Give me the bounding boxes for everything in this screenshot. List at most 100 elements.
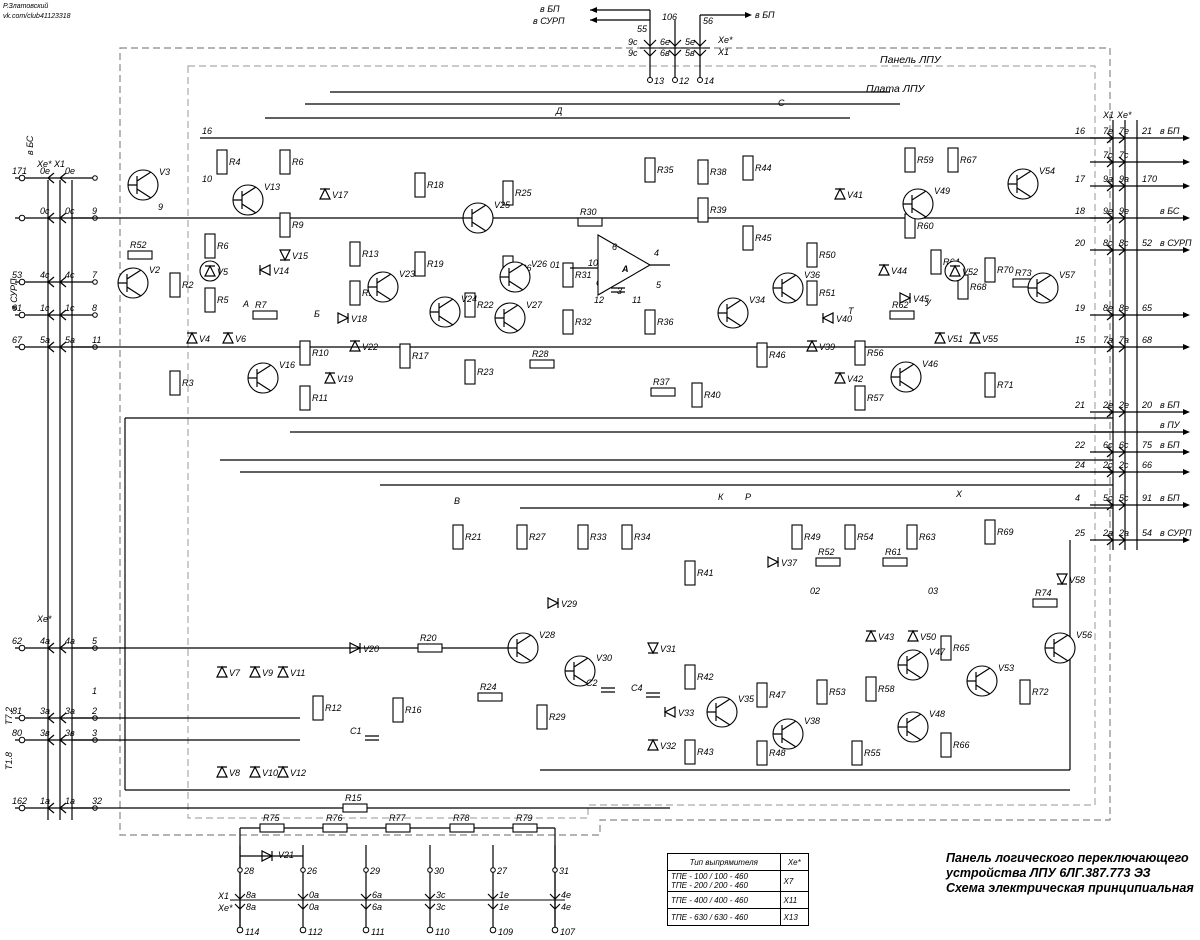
transistor-symbol-icon (495, 304, 519, 332)
diode-v42-icon (834, 371, 846, 384)
bottom-board-pin (363, 867, 369, 873)
right-contact-label-2: 7е (1119, 126, 1129, 136)
resistor-label: R16 (405, 705, 422, 715)
resistor-label: R65 (953, 643, 971, 653)
resistor-r12 (312, 695, 324, 721)
right-arrow-icon (1183, 409, 1190, 415)
right-contact-mark (1106, 446, 1126, 458)
board-pin (92, 279, 98, 285)
resistor-label: R42 (697, 672, 714, 682)
right-terminal-num: 25 (1074, 528, 1086, 538)
capacitor-c2-icon (601, 687, 615, 693)
wire-number: 7 (92, 270, 98, 280)
resistor-label: R3 (182, 378, 194, 388)
right-arrow-icon (1183, 312, 1190, 318)
resistor-r18 (414, 172, 426, 198)
right-contact-label-2: 8с (1119, 238, 1129, 248)
bottom-contact-bottom: 8а (246, 902, 256, 912)
resistor-r9 (279, 212, 291, 238)
node-01: 01 (550, 260, 560, 270)
right-out-num: 170 (1142, 174, 1157, 184)
left-label-bs: в БС (25, 135, 35, 155)
resistor-label: R10 (312, 348, 329, 358)
resistor-label: R53 (829, 687, 846, 697)
diode-v51-icon (934, 331, 946, 344)
resistor-r17 (399, 343, 411, 369)
resistor-r61 (882, 557, 908, 567)
resistor-label: R68 (970, 282, 987, 292)
bottom-resistor-label: R79 (516, 813, 533, 823)
resistor-r72 (1019, 679, 1031, 705)
transistor-symbol-icon (118, 269, 142, 297)
resistor-label: R39 (710, 205, 727, 215)
resistor-r48 (756, 740, 768, 766)
transistor-symbol-icon (565, 657, 589, 685)
opamp-pin-12: 12 (594, 295, 604, 305)
diode-label: V37 (781, 558, 798, 568)
resistor-r34 (621, 524, 633, 550)
top-out-bp-1: в БП (540, 4, 560, 14)
top-contact-9c-b: 9с (628, 48, 638, 58)
resistor-r45 (742, 225, 754, 251)
bottom-terminal-point (236, 926, 244, 934)
transistor-label: V49 (934, 186, 950, 196)
left-contact-mark (47, 172, 67, 184)
bottom-contact-mark (360, 893, 372, 910)
bottom-terminal-num: 111 (371, 927, 385, 937)
board-pin-14: 14 (704, 76, 714, 86)
diode-label: V40 (836, 314, 852, 324)
bottom-pin-num: 28 (243, 866, 254, 876)
top-connector (590, 7, 752, 80)
right-terminal-num: 22 (1074, 440, 1085, 450)
resistor-r30 (577, 217, 603, 227)
bottom-contact-bottom: 6а (372, 902, 382, 912)
left-contact-label: 4с (40, 270, 50, 280)
resistor-r15 (342, 803, 368, 813)
resistor-r6 (204, 233, 216, 259)
capacitor-label: C4 (631, 683, 643, 693)
board-border (187, 65, 1096, 819)
resistor-r22 (464, 292, 476, 318)
panel-border (119, 47, 1111, 836)
resistor-label: R29 (549, 712, 566, 722)
rectifier-table: Тип выпрямителя Хе* ТПЕ - 100 / 100 - 46… (667, 853, 810, 926)
bottom-board-pin (300, 867, 306, 873)
right-terminal-num: 19 (1075, 303, 1085, 313)
bottom-terminal-num: 109 (498, 927, 513, 937)
left-terminal-num: 62 (12, 636, 22, 646)
right-contact-label-2: 9а (1119, 174, 1129, 184)
resistor-label: R19 (427, 259, 444, 269)
resistor-label: R52 (818, 547, 835, 557)
resistor-label: R36 (657, 317, 674, 327)
right-contact-label: 7а (1103, 335, 1113, 345)
transistor-symbol-icon (898, 651, 922, 679)
table-type-2: ТПЕ - 200 / 200 - 460 (671, 881, 748, 890)
resistor-label: R24 (480, 682, 497, 692)
right-out-num: 75 (1142, 440, 1153, 450)
resistor-r56 (854, 340, 866, 366)
resistor-r74 (1032, 598, 1058, 608)
resistor-label: R50 (819, 250, 836, 260)
resistor-r6 (279, 149, 291, 175)
diode-v43-icon (865, 629, 877, 642)
capacitor-c3-icon (611, 287, 625, 293)
resistor-r13 (349, 241, 361, 267)
resistor-label: R74 (1035, 588, 1052, 598)
bottom-contact-top: 4е (561, 890, 571, 900)
right-contact-label: 2е (1102, 400, 1113, 410)
transistor-label: V28 (539, 630, 555, 640)
resistor-r5 (204, 287, 216, 313)
left-contact-mark (47, 309, 67, 321)
right-out-num: 68 (1142, 335, 1152, 345)
bottom-contact-mark (487, 893, 499, 910)
left-contact-label: 5а (40, 335, 50, 345)
resistor-r63 (906, 524, 918, 550)
right-conn-xe: Хе* (1116, 110, 1132, 120)
transistor-symbol-icon (718, 299, 742, 327)
diode-v44-icon (878, 263, 890, 276)
resistor-r52 (127, 250, 153, 260)
node-k: К (718, 492, 724, 502)
transistor-label: V13 (264, 182, 280, 192)
left-contact-label-2: 3а (65, 706, 75, 716)
resistor-label: R6 (292, 157, 304, 167)
